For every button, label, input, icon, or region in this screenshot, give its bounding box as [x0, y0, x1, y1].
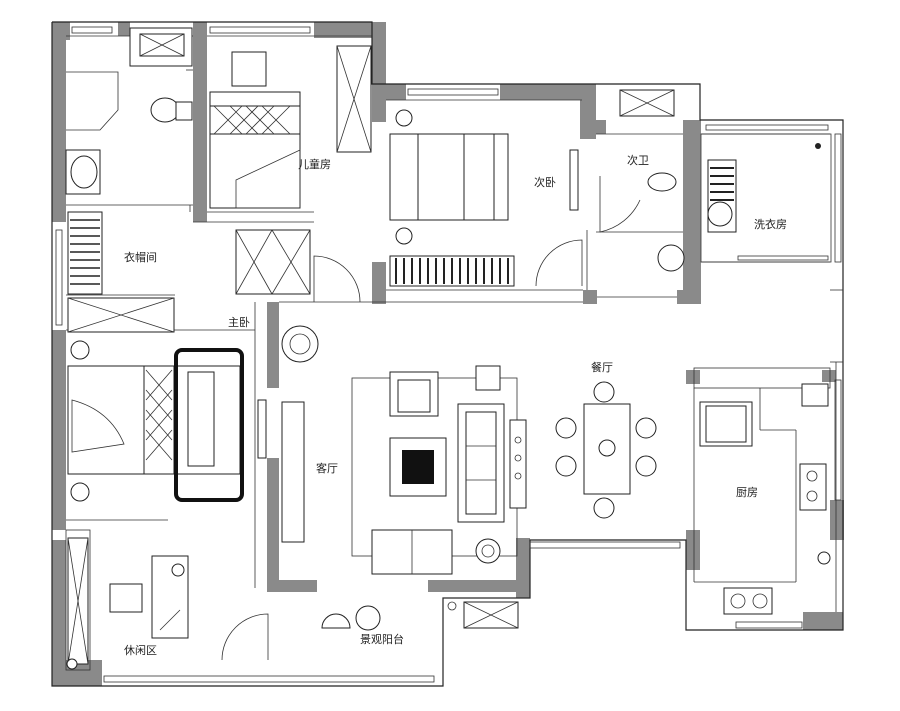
windows [55, 26, 842, 683]
label-laundry: 洗衣房 [754, 217, 787, 231]
outer-walls [52, 22, 844, 686]
room-labels: 儿童房 次卧 次卫 洗衣房 衣帽间 主卧 餐厅 客厅 厨房 休闲区 景观阳台 [124, 153, 787, 657]
label-living: 客厅 [316, 461, 338, 475]
label-cloakroom: 衣帽间 [124, 250, 157, 264]
label-dining: 餐厅 [591, 360, 613, 374]
label-second-bath: 次卫 [627, 153, 649, 167]
label-study: 休闲区 [124, 643, 157, 657]
label-balcony: 景观阳台 [360, 632, 404, 646]
label-second-bedroom: 次卧 [534, 175, 556, 189]
furniture [65, 27, 831, 670]
plan-outline [51, 21, 844, 687]
doors [186, 69, 641, 661]
label-kitchen: 厨房 [736, 486, 758, 499]
label-children-room: 儿童房 [298, 157, 331, 171]
label-master-bedroom: 主卧 [228, 316, 250, 329]
